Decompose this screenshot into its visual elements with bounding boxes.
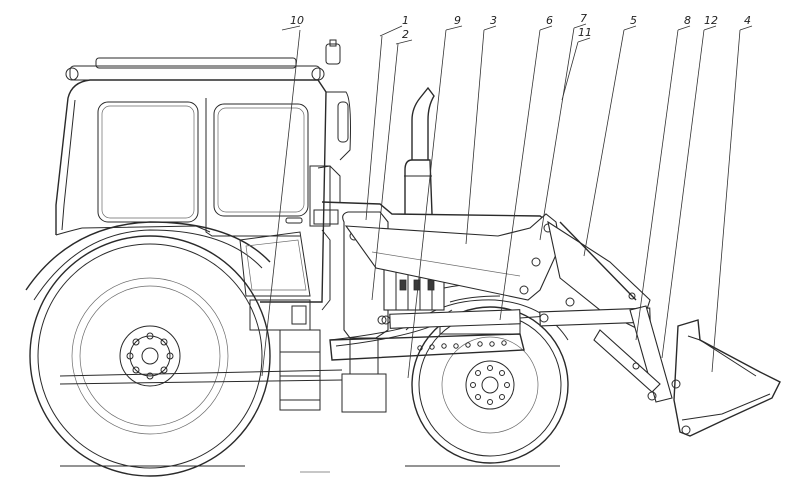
callout-6: 6 xyxy=(546,14,553,27)
callout-labels: 10 1 2 9 3 6 7 11 5 8 12 4 xyxy=(290,12,751,41)
ground-line xyxy=(60,465,560,473)
callout-11: 11 xyxy=(578,26,592,39)
rear-frame xyxy=(59,299,343,385)
callout-10: 10 xyxy=(290,14,304,27)
loader-bucket xyxy=(673,319,781,437)
callout-1: 1 xyxy=(402,14,409,27)
callout-2: 2 xyxy=(402,28,409,41)
callout-3: 3 xyxy=(490,14,497,27)
cab-steps xyxy=(279,305,321,411)
rear-fender xyxy=(25,221,271,301)
callout-5: 5 xyxy=(630,14,637,27)
cab xyxy=(55,39,351,303)
callout-12: 12 xyxy=(704,14,718,27)
lift-cylinder xyxy=(381,309,549,329)
callout-8: 8 xyxy=(684,14,691,27)
front-wheel xyxy=(405,299,569,464)
leader-lines xyxy=(261,23,753,379)
callout-7: 7 xyxy=(580,12,587,25)
tilt-cylinder xyxy=(539,307,651,327)
callout-4: 4 xyxy=(744,14,751,27)
front-frame-rail xyxy=(329,321,525,361)
rear-wheel xyxy=(29,235,271,477)
exhaust-pipe xyxy=(404,86,435,215)
callout-9: 9 xyxy=(454,14,461,27)
